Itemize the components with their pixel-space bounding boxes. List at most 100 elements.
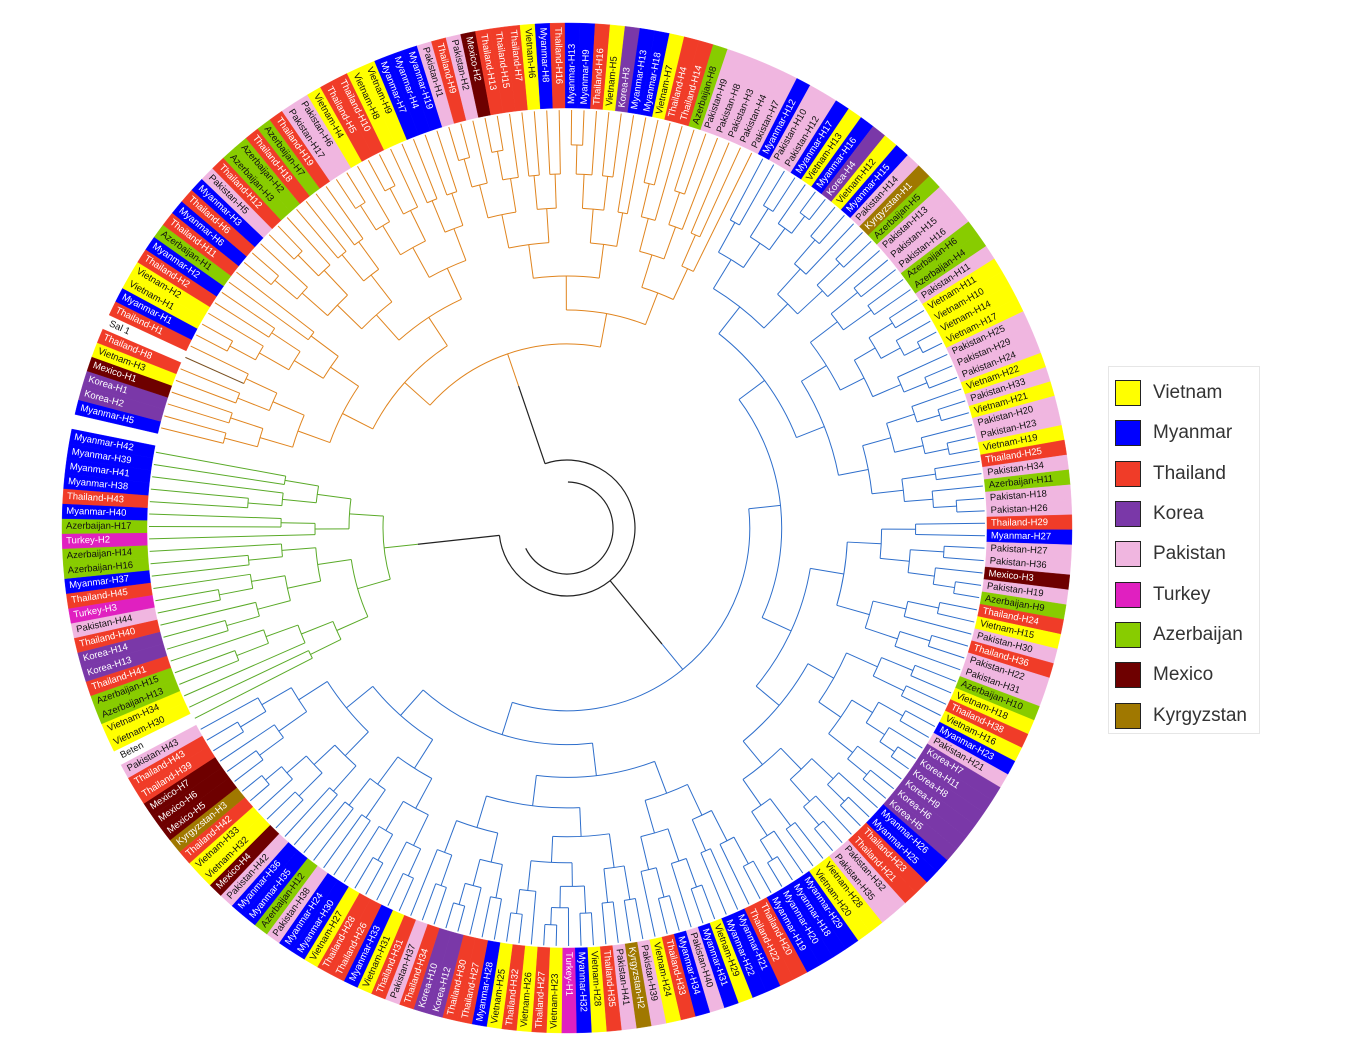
tree-branch: [266, 791, 296, 820]
tree-branch: [501, 702, 513, 735]
tree-branch: [413, 139, 438, 199]
tree-branch: [155, 589, 219, 602]
tree-branch: [305, 201, 347, 252]
tree-branch: [315, 193, 355, 246]
tree-branch: [404, 382, 431, 406]
tree-branch: [738, 380, 765, 400]
tree-branch: [150, 554, 249, 565]
tree-branch: [501, 214, 510, 249]
tree-branch: [755, 685, 780, 706]
tree-arc: [234, 650, 240, 661]
tree-arc: [767, 856, 778, 864]
tree-branch: [208, 312, 264, 347]
tree-branch: [286, 217, 331, 266]
legend-swatch: [1115, 460, 1141, 487]
tree-branch: [904, 616, 972, 635]
tree-arc: [690, 884, 703, 890]
tree-arc: [671, 857, 687, 864]
tree-arc: [322, 356, 339, 379]
tree-branch: [777, 184, 806, 224]
tree-arc: [718, 251, 744, 268]
tree-branch: [185, 356, 245, 384]
tree-branch: [333, 820, 371, 876]
tree-branch: [149, 534, 316, 540]
tree-branch: [608, 833, 615, 868]
tree-branch: [310, 638, 342, 655]
tree-arc: [853, 359, 874, 397]
tree-branch: [937, 400, 966, 411]
tree-branch: [867, 279, 904, 306]
tree-branch: [453, 228, 467, 261]
legend-item-turkey: Turkey: [1115, 574, 1259, 614]
tree-branch: [167, 403, 230, 424]
tree-branch: [803, 806, 820, 826]
backbone-branch: [609, 580, 663, 645]
tree-branch: [742, 779, 762, 806]
tree-branch: [599, 313, 608, 348]
tree-branch: [341, 254, 364, 282]
tree-branch: [554, 174, 557, 209]
tree-branch: [901, 473, 936, 480]
tree-branch: [612, 113, 622, 178]
tree-branch: [668, 895, 680, 931]
tree-arc: [536, 760, 655, 778]
tree-branch: [532, 775, 537, 806]
tree-branch: [509, 113, 519, 178]
legend-label: Vietnam: [1153, 382, 1223, 404]
tree-branch: [808, 199, 826, 221]
legend-item-azerbaijan: Azerbaijan: [1115, 615, 1259, 655]
tree-branch: [157, 599, 221, 614]
tree-branch: [317, 493, 352, 500]
tree-branch: [150, 488, 249, 499]
tree-branch: [274, 279, 298, 300]
tree-branch: [674, 129, 695, 191]
backbone-arc: [498, 459, 636, 597]
tree-arc: [738, 399, 783, 618]
tree-branch: [301, 292, 328, 317]
tree-branch: [711, 810, 728, 842]
tree-branch: [886, 413, 915, 424]
tree-branch: [862, 778, 887, 799]
tree-branch: [667, 828, 680, 862]
tree-arc: [261, 775, 270, 785]
tree-branch: [768, 228, 786, 251]
tree-branch: [344, 731, 369, 757]
tree-branch: [699, 147, 741, 238]
tree-branch: [743, 242, 761, 268]
leaf-color-band: [68, 428, 156, 459]
legend-swatch: [1115, 541, 1141, 568]
tree-branch: [581, 174, 585, 209]
leaf-label: Korea-H3: [617, 67, 633, 109]
tree-arc: [750, 236, 770, 251]
tree-branch: [284, 787, 330, 837]
tree-branch: [733, 836, 749, 865]
tree-branch: [848, 796, 870, 818]
tree-branch: [933, 583, 955, 589]
tree-branch: [365, 789, 386, 818]
tree-branch: [493, 898, 502, 940]
tree-branch: [190, 345, 249, 375]
leaf-label: Vietnam-H6: [522, 28, 537, 79]
tree-branch: [236, 271, 315, 333]
tree-arc: [602, 175, 614, 178]
tree-arc: [640, 867, 657, 872]
tree-branch: [907, 600, 939, 609]
tree-branch: [448, 126, 460, 161]
tree-branch: [839, 805, 861, 827]
legend-item-vietnam: Vietnam: [1115, 373, 1259, 413]
tree-branch: [830, 291, 858, 315]
tree-branch: [655, 867, 665, 898]
tree-arc: [406, 841, 421, 850]
tree-branch: [410, 210, 426, 242]
tree-branch: [932, 485, 983, 492]
tree-branch: [349, 513, 384, 517]
tree-branch: [687, 784, 703, 816]
tree-branch: [797, 290, 823, 315]
tree-branch: [436, 130, 458, 192]
tree-arc: [814, 820, 824, 830]
tree-branch: [390, 148, 419, 208]
tree-branch: [151, 564, 250, 577]
tree-branch: [752, 860, 772, 894]
tree-branch: [944, 545, 985, 549]
tree-branch: [284, 479, 319, 487]
